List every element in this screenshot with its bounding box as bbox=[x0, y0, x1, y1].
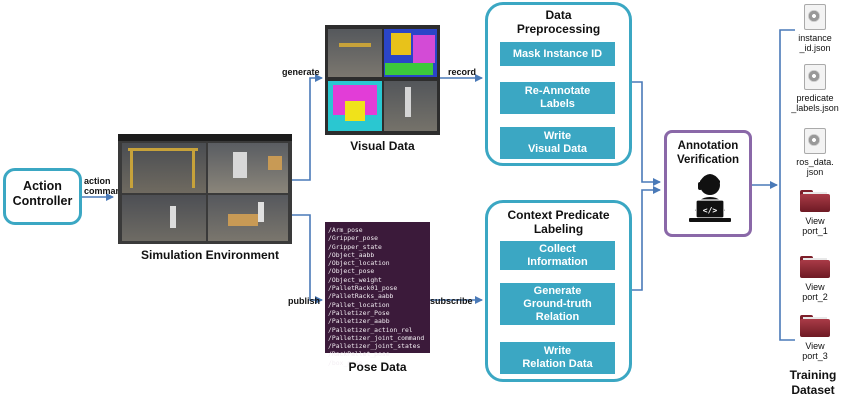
topic-line: /Palletizer_aabb bbox=[328, 317, 390, 326]
folder-label: View port_1 bbox=[802, 216, 828, 236]
generate-label: generate bbox=[282, 67, 320, 77]
json-file-icon bbox=[804, 64, 826, 90]
simulation-screenshot bbox=[118, 134, 292, 244]
write-visual-data-step: Write Visual Data bbox=[500, 127, 615, 159]
action-command-label: action command bbox=[84, 176, 127, 196]
instance-id-json-file: instance _id.json bbox=[785, 4, 845, 53]
predicate-labels-json-file: predicate _labels.json bbox=[785, 64, 845, 113]
file-label: instance _id.json bbox=[798, 33, 832, 53]
topic-line: /Arm_pose bbox=[328, 226, 363, 234]
dataset-bracket bbox=[779, 29, 795, 341]
action-controller-title: Action Controller bbox=[12, 179, 73, 208]
folder-icon bbox=[800, 315, 830, 337]
subscribe-label: subscribe bbox=[430, 296, 473, 306]
visual-data-caption: Visual Data bbox=[350, 139, 415, 153]
folder-label: View port_3 bbox=[802, 341, 828, 361]
topic-line: /Gripper_state bbox=[328, 242, 382, 251]
training-dataset-caption: Training Dataset bbox=[789, 368, 837, 397]
visual-data-image bbox=[325, 25, 440, 135]
data-preprocessing-title: Data Preprocessing bbox=[516, 8, 601, 36]
json-file-icon bbox=[804, 128, 826, 154]
folder-icon bbox=[800, 256, 830, 278]
annotation-verification-title: Annotation Verification bbox=[677, 140, 739, 166]
topic-line: /Gripper_pose bbox=[328, 234, 379, 243]
developer-laptop-icon: </> bbox=[689, 174, 731, 222]
topic-line: /Object_aabb bbox=[328, 250, 375, 259]
svg-text:</>: </> bbox=[703, 206, 718, 215]
generate-relation-step: Generate Ground-truth Relation bbox=[500, 283, 615, 325]
topic-line: /Palletizer_joint_command bbox=[328, 333, 425, 342]
viewport-1-folder: View port_1 bbox=[785, 190, 845, 236]
folder-icon bbox=[800, 190, 830, 212]
topic-line: /Pallet_location bbox=[328, 300, 390, 309]
arrow-generate bbox=[292, 74, 323, 181]
ros-data-json-file: ros_data. json bbox=[785, 128, 845, 177]
file-label: ros_data. json bbox=[796, 157, 834, 177]
arrow-preproc-to-annotation bbox=[622, 81, 661, 186]
pose-data-caption: Pose Data bbox=[348, 360, 407, 374]
publish-label: publish bbox=[288, 296, 320, 306]
mask-instance-id-step: Mask Instance ID bbox=[500, 42, 615, 66]
file-label: predicate _labels.json bbox=[791, 93, 839, 113]
annotation-verification-box: Annotation Verification </> bbox=[664, 130, 752, 237]
viewport-2-folder: View port_2 bbox=[785, 256, 845, 302]
topic-line: /RackPallet_pose bbox=[328, 350, 390, 359]
arrow-labeling-to-annotation bbox=[622, 186, 661, 291]
write-relation-data-step: Write Relation Data bbox=[500, 342, 615, 374]
re-annotate-labels-step: Re-Annotate Labels bbox=[500, 82, 615, 114]
topic-line: /Object_pose bbox=[328, 267, 375, 276]
simulation-caption: Simulation Environment bbox=[140, 248, 279, 262]
viewport-3-folder: View port_3 bbox=[785, 315, 845, 361]
topic-line: /Palletizer_action_rel bbox=[328, 325, 413, 334]
topic-line: /Palletizer_Pose bbox=[328, 308, 390, 317]
context-labeling-title: Context Predicate Labeling bbox=[507, 208, 610, 236]
arrow-publish bbox=[292, 214, 323, 304]
record-label: record bbox=[448, 67, 477, 77]
topic-line: /PalletRacks_aabb bbox=[328, 292, 394, 301]
folder-label: View port_2 bbox=[802, 282, 828, 302]
json-file-icon bbox=[804, 4, 826, 30]
topic-line: /Object_location bbox=[328, 259, 390, 268]
topic-line: /box_pose bbox=[328, 358, 363, 367]
topic-line: /PalletRack01_pose bbox=[328, 284, 398, 293]
action-controller-box: Action Controller bbox=[3, 168, 82, 225]
topic-line: /Palletizer_joint_states bbox=[328, 342, 421, 351]
pose-data-terminal: /Arm_pose /Gripper_pose /Gripper_state /… bbox=[325, 222, 430, 367]
topic-line: /Object_weight bbox=[328, 275, 382, 284]
collect-information-step: Collect Information bbox=[500, 241, 615, 270]
